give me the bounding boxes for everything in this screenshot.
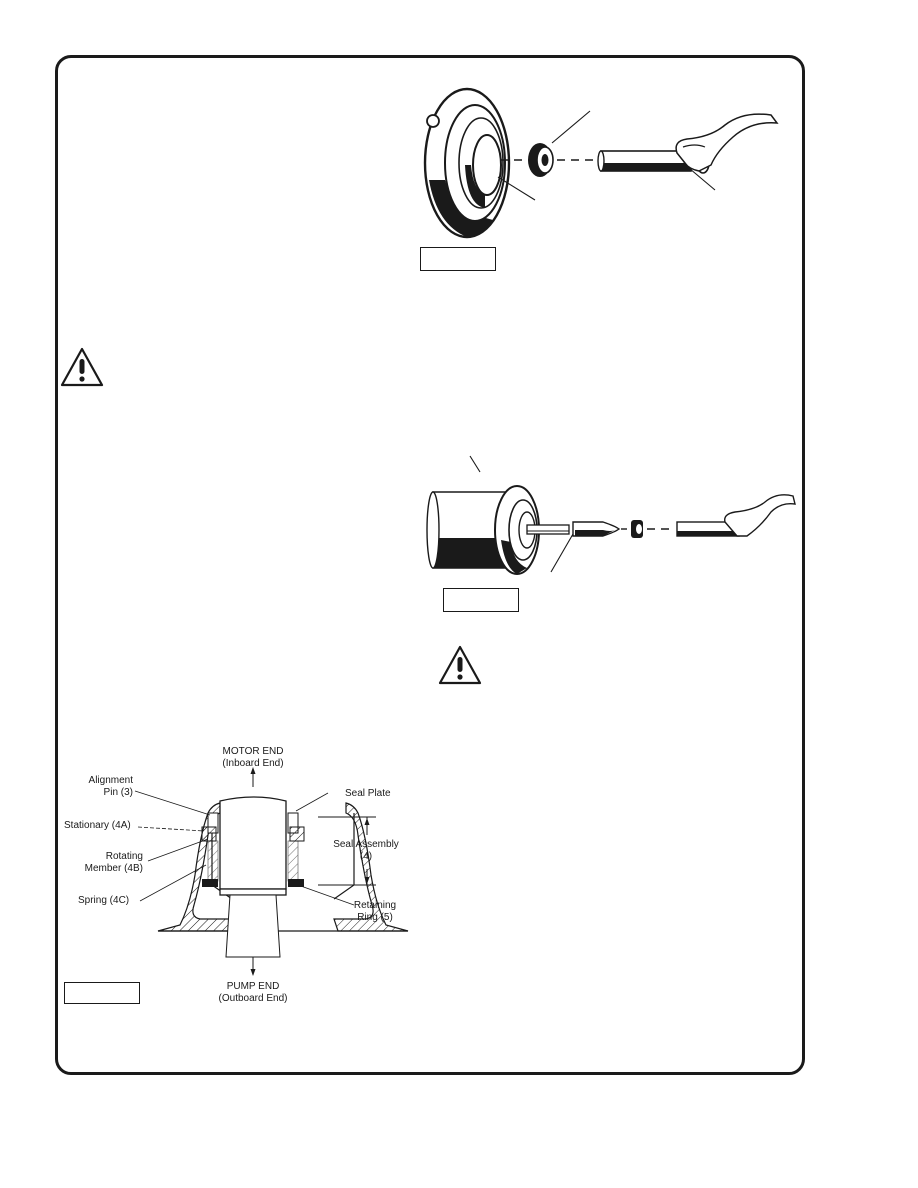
page-border: [55, 55, 805, 1075]
seal-cross-section-diagram: [134, 767, 409, 976]
stationary-label: Stationary (4A): [64, 820, 131, 831]
seal-assembly-label: Seal Assembly(4): [333, 839, 399, 862]
motor-shaft-illustration: [426, 455, 796, 575]
figure-label-box-1: [420, 247, 496, 271]
spring-label: Spring (4C): [78, 895, 130, 906]
warning-triangle-icon: [438, 645, 482, 685]
motor-end-label: MOTOR END(Inboard End): [222, 746, 284, 769]
pump-end-label: PUMP END(Outboard End): [218, 981, 288, 1004]
figure-label-box-3: [64, 982, 140, 1004]
seal-plate-label: Seal Plate: [345, 788, 391, 799]
seal-plate-illustration: [423, 87, 779, 239]
warning-triangle-icon: [60, 347, 104, 387]
figure-label-box-2: [443, 588, 519, 612]
